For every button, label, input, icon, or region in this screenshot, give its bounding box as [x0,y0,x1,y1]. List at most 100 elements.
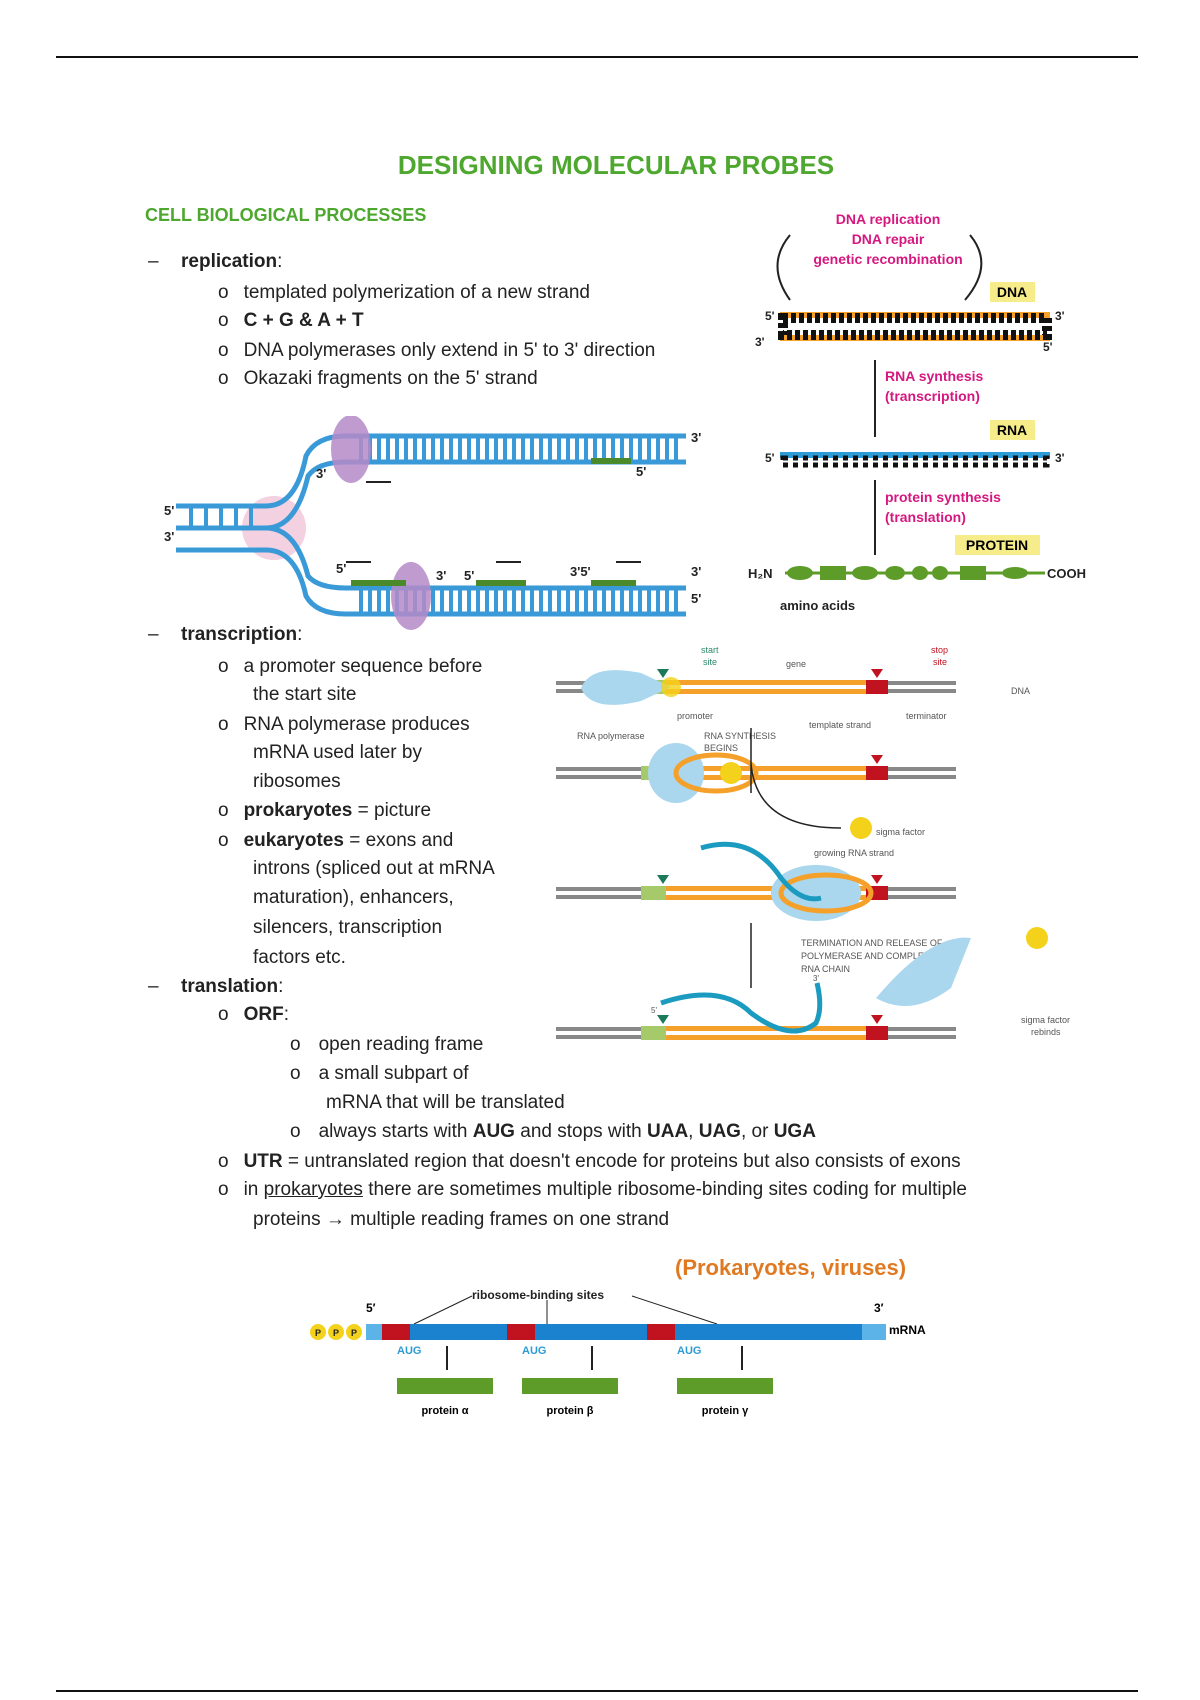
list-item-cont: introns (spliced out at mRNA [253,858,495,879]
transcription-label: (transcription) [885,388,980,404]
translation-label: translation: [181,976,284,997]
list-item-cont: factors etc. [253,947,346,968]
central-dogma-figure: DNA replication DNA repair genetic recom… [748,211,1086,613]
amino-acid-chain [787,566,1028,580]
ribosome-binding-site [382,1324,410,1340]
svg-text:3': 3' [755,335,765,349]
protein-label: protein β [546,1405,593,1417]
terminator-shape [866,680,888,694]
transcription-label: transcription: [181,624,303,645]
aug-label: AUG [677,1345,701,1357]
sub-list-item-cont: mRNA that will be translated [326,1092,565,1113]
polymerase-leading [331,416,371,483]
rna-polymerase-shape [581,670,671,705]
svg-text:3': 3' [813,974,819,983]
svg-text:3′: 3′ [874,1301,884,1315]
label: 5' [691,591,701,606]
polymerase-lagging [391,562,431,630]
mrna-label: mRNA [889,1323,926,1337]
list-item-cont: maturation), enhancers, [253,887,454,908]
figure-heading: (Prokaryotes, viruses) [675,1255,906,1280]
terminator-label: terminator [906,711,947,721]
replication-fork-figure: 5' 3' 3' 5' 3' 5' 3' 5' 3'5' 3' 5' [164,416,701,630]
stop-site-marker [871,669,883,678]
c-terminus-label: COOH [1047,566,1086,581]
svg-text:5': 5' [651,1006,657,1015]
cycle-arrow-icon [776,234,791,301]
svg-text:site: site [933,657,947,667]
start-site-marker [657,669,669,678]
list-item-cont: mRNA used later by [253,742,422,763]
svg-text:5': 5' [1043,340,1053,354]
top-rule [56,56,1138,58]
promoter-label: promoter [677,711,713,721]
rbs-label: ribosome-binding sites [472,1288,604,1302]
aug-label: AUG [522,1345,546,1357]
mrna-strand [366,1324,886,1340]
svg-text:stop: stop [931,645,948,655]
svg-text:P: P [333,1328,339,1338]
label: 5' [164,503,174,518]
gene-label: gene [786,659,806,669]
sigma-factor-shape [850,817,872,839]
bullet-dash: – [148,251,159,272]
svg-text:5′: 5′ [366,1301,376,1315]
label: 3' [164,529,174,544]
transcription-label: RNA synthesis [885,368,984,384]
terminator-shape [866,1026,888,1040]
amino-acids-label: amino acids [780,598,855,613]
base-pairs [778,313,1052,340]
replication-label: replication: [181,251,283,272]
svg-text:start: start [701,645,719,655]
protein-bar [677,1378,773,1394]
list-item-cont: silencers, transcription [253,917,443,938]
dna-label: DNA [1011,686,1030,696]
svg-text:3': 3' [1055,309,1065,323]
start-site-marker [657,1015,669,1024]
terminator-shape [866,766,888,780]
n-terminus-label: H₂N [748,566,773,581]
released-rna-strand [660,982,823,1034]
stop-site-marker [871,875,883,884]
growing-rna-strand [700,841,822,902]
svg-text:POLYMERASE AND COMPLETED: POLYMERASE AND COMPLETED [801,951,942,961]
list-item-cont: proteins → multiple reading frames on on… [253,1209,670,1230]
lagging-strand-top [176,525,686,591]
cycle-arrow-icon [964,234,983,301]
svg-text:3': 3' [1055,451,1065,465]
svg-text:site: site [703,657,717,667]
start-site-marker [657,875,669,884]
sigma-factor-label: sigma factor [876,827,925,837]
list-item-cont: the start site [253,684,357,705]
lagging-strand-bottom [176,547,686,617]
svg-text:P: P [351,1328,357,1338]
translation-label: protein synthesis [885,489,1001,505]
template-strand-label: template strand [809,720,871,730]
label: 3' [436,568,446,583]
dna-label: DNA [997,284,1027,300]
translation-label: (translation) [885,509,966,525]
page-title: DESIGNING MOLECULAR PROBES [397,150,835,180]
protein-bar [397,1378,493,1394]
stop-site-marker [871,1015,883,1024]
transcription-figure: start site gene stop site DNA promoter tem… [556,645,1070,1040]
aug-label: AUG [397,1345,421,1357]
polycistronic-mrna-figure: (Prokaryotes, viruses) ribosome-binding … [310,1255,926,1417]
bottom-rule [56,1690,1138,1692]
ribosome-binding-site [507,1324,535,1340]
label: 5' [336,561,346,576]
label: 3' [691,430,701,445]
label: 5' [636,464,646,479]
svg-text:BEGINS: BEGINS [704,743,738,753]
